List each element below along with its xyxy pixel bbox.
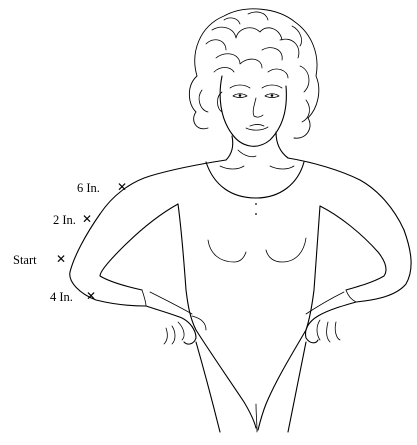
x-mark-icon: ✕ [56, 252, 66, 266]
hair-drawing [189, 9, 318, 138]
x-mark-icon: ✕ [86, 289, 96, 303]
marker-label-2in: 2 In. [53, 213, 76, 227]
torso-drawing [70, 132, 411, 432]
x-mark-icon: ✕ [82, 212, 92, 226]
measurement-markers: 6 In. ✕ 2 In. ✕ Start ✕ 4 In. ✕ [13, 180, 127, 304]
marker-label-6in: 6 In. [77, 181, 100, 195]
x-mark-icon: ✕ [117, 180, 127, 194]
marker-label-start: Start [13, 253, 37, 267]
marker-label-4in: 4 In. [50, 290, 73, 304]
